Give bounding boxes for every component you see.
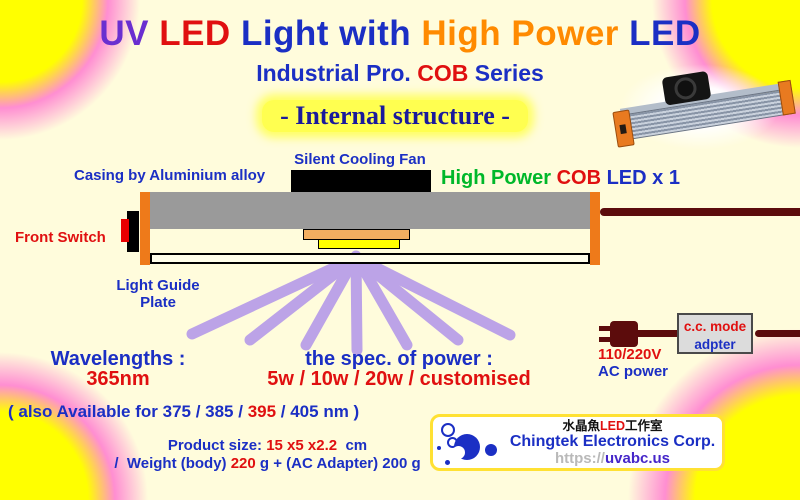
weight-body-value: 220 [230, 454, 256, 472]
logo-bubble-dot-2 [445, 460, 450, 465]
power-spec-label: the spec. of power : [305, 348, 493, 370]
logo-bubble-medium [485, 444, 497, 456]
cob-led-label-cob: COB [556, 167, 602, 189]
subtitle-cob: COB [417, 60, 469, 86]
wavelength-value: 365nm [86, 368, 150, 391]
cob-led-label: High Power COB LED x 1 [441, 167, 680, 190]
weight-adapter-value: g + (AC Adapter) 200 g [255, 454, 421, 472]
studio-name-2: 工作室 [625, 419, 663, 433]
page-title: UV LED Light with High Power LED [0, 14, 800, 54]
company-url: https://uvabc.us [505, 449, 720, 468]
company-name: Chingtek Electronics Corp. [509, 433, 716, 450]
power-cable [600, 208, 800, 216]
size-unit: cm [341, 437, 368, 454]
studio-name-led: LED [600, 419, 625, 433]
also-available-line: ( also Available for 375 / 385 / 395 / 4… [8, 402, 359, 422]
adapter-to-device-wire [755, 330, 800, 337]
title-light-with: Light with [240, 14, 422, 53]
weight-line: / Weight (body) 220 g + (AC Adapter) 200… [70, 455, 465, 473]
cob-led-label-ledx1: LED x 1 [601, 167, 680, 189]
title-uv: UV [99, 14, 160, 53]
size-weight-block: Product size: 15 x5 x2.2 cm / Weight (bo… [70, 437, 465, 472]
adapter-label-line1: c.c. mode [683, 319, 747, 334]
front-switch-button [121, 219, 129, 242]
cob-led-label-high-power: High Power [441, 167, 557, 189]
ac-power-label-block: 110/220V AC power [598, 346, 669, 380]
cooling-fan-shape [291, 170, 431, 193]
url-prefix: https:// [554, 449, 605, 467]
title-led1: LED [159, 14, 241, 53]
studio-name-1: 水晶魚 [562, 419, 600, 433]
weight-label: / Weight (body) [114, 454, 231, 472]
subtitle: Industrial Pro. COB Series [0, 60, 800, 87]
ac-plug-icon [610, 321, 638, 347]
power-spec-value: 5w / 10w / 20w / customised [267, 368, 531, 391]
internal-structure-banner: - Internal structure - [262, 100, 528, 132]
logo-bubble-dot-1 [437, 446, 441, 450]
product-size-line: Product size: 15 x5 x2.2 cm [70, 437, 465, 455]
logo-bubble-ring-large [441, 423, 455, 437]
light-guide-plate-shape [150, 253, 590, 264]
plate-label-line1: Light Guide [116, 277, 200, 294]
voltage-label: 110/220V [598, 346, 662, 363]
adapter-label-line2: adpter [694, 336, 736, 352]
studio-name: 水晶魚LED工作室 [505, 419, 720, 433]
title-led2: LED [629, 14, 701, 53]
cob-led-emitter-shape [318, 239, 400, 249]
casing-label: Casing by Aluminium alloy [74, 167, 266, 184]
aluminium-casing-shape [150, 192, 590, 229]
subtitle-industrial: Industrial Pro. [256, 60, 418, 86]
title-high-power: High Power [421, 14, 630, 53]
plug-prong-bottom [599, 337, 612, 342]
size-value: 15 x5 x2.2 [266, 437, 342, 454]
logo-text-column: 水晶魚LED工作室 Chingtek Electronics Corp. htt… [505, 419, 720, 468]
power-spec-block: the spec. of power : 5w / 10w / 20w / cu… [244, 349, 554, 390]
plug-to-adapter-wire [636, 330, 678, 337]
also-available-2: / 405 nm ) [276, 402, 360, 421]
wavelength-block: Wavelengths : 365nm [28, 349, 208, 390]
plate-label-line2: Plate [140, 293, 176, 311]
front-switch-label: Front Switch [15, 229, 106, 246]
plug-prong-top [599, 326, 612, 331]
casing-right-end-cap [590, 192, 600, 265]
fan-label: Silent Cooling Fan [294, 151, 426, 168]
wavelength-label: Wavelengths : [50, 348, 186, 370]
size-label: Product size: [167, 437, 267, 454]
cc-mode-adapter-box: c.c. mode adpter [677, 313, 753, 354]
front-switch-shape [127, 211, 139, 252]
ac-power-label: AC power [598, 362, 669, 380]
also-available-395: 395 [247, 402, 277, 421]
logo-bubble-white [452, 446, 465, 459]
subtitle-series: Series [468, 60, 544, 86]
company-logo-box: 水晶魚LED工作室 Chingtek Electronics Corp. htt… [430, 414, 725, 471]
casing-left-end-cap [140, 192, 150, 265]
url-domain[interactable]: uvabc.us [604, 449, 671, 467]
also-available-1: ( also Available for 375 / 385 / [8, 402, 248, 421]
product-photo [598, 50, 800, 164]
internal-structure-banner-wrap: - Internal structure - [0, 100, 790, 132]
